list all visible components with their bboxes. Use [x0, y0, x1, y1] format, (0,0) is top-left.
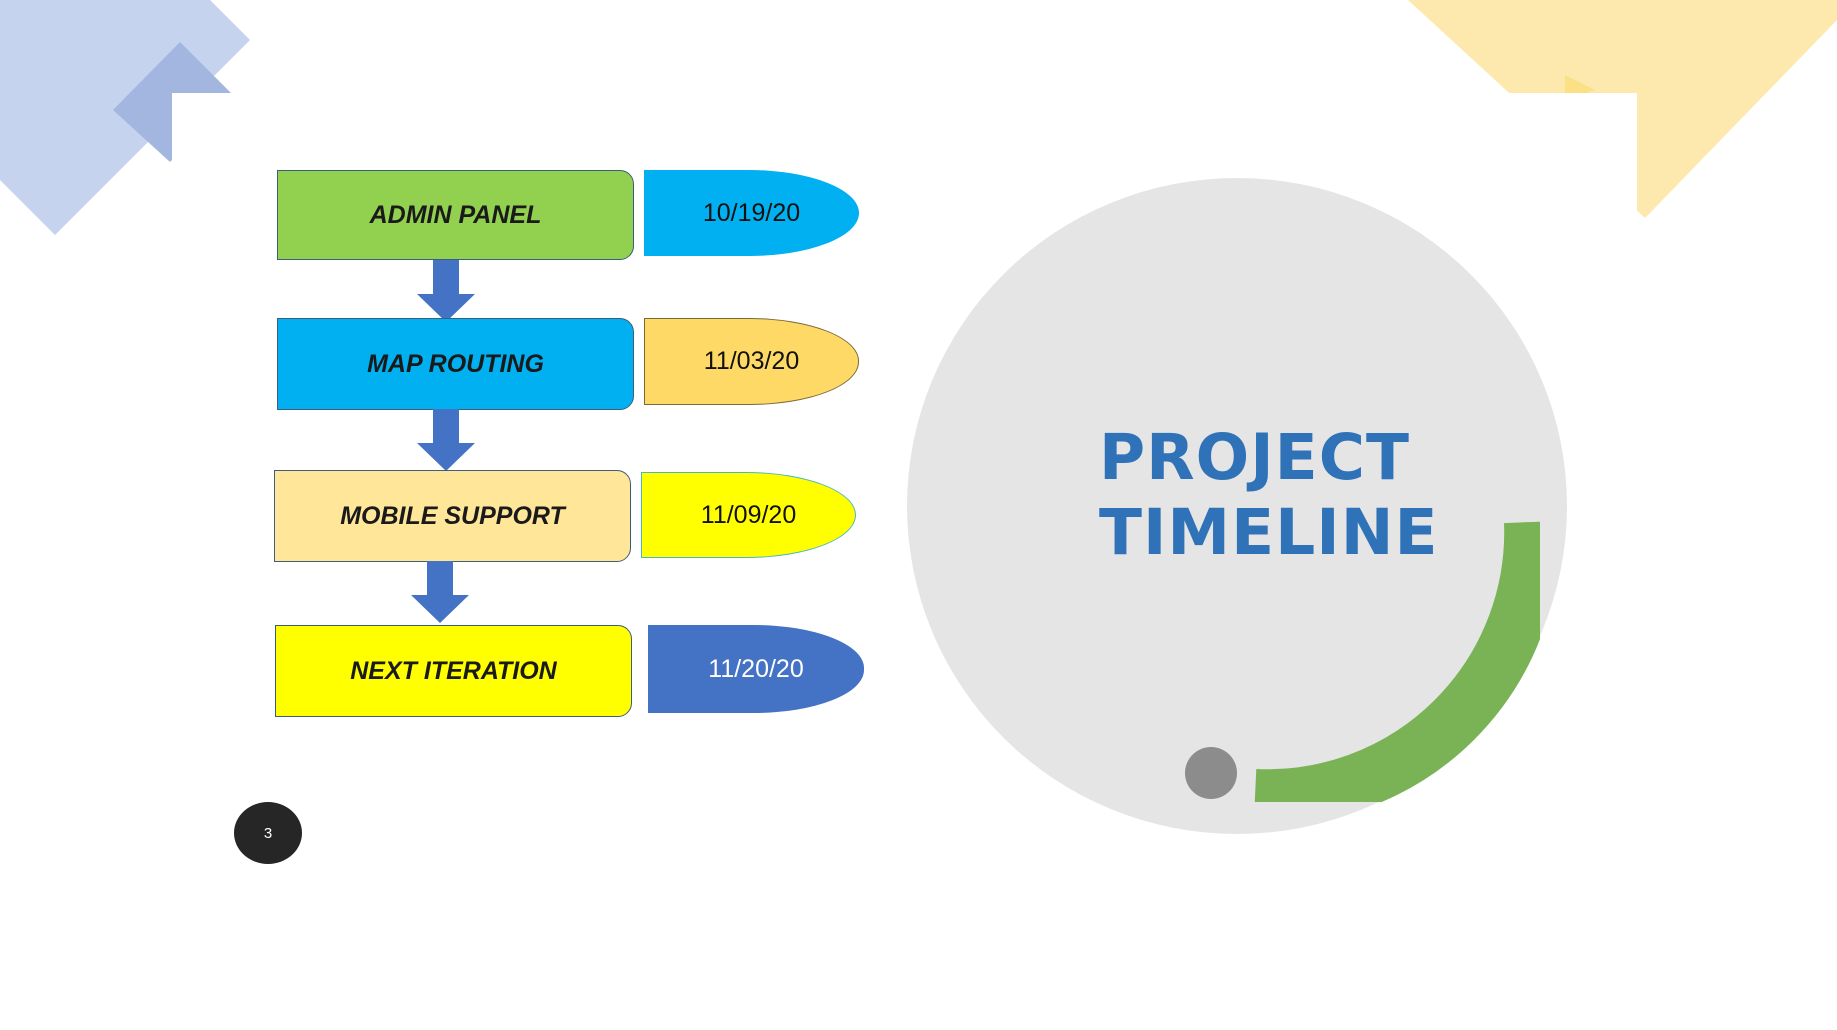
down-arrow-icon [417, 409, 475, 471]
page-title: PROJECT TIMELINE [1099, 420, 1439, 570]
timeline-date-mobile-support: 11/09/20 [641, 472, 856, 558]
slide-number-badge: 3 [234, 802, 302, 864]
down-arrow-icon [411, 561, 469, 623]
title-line-2: TIMELINE [1099, 496, 1439, 569]
timeline-date-admin-panel: 10/19/20 [644, 170, 859, 256]
progress-dot [1185, 747, 1237, 799]
timeline-step-next-iteration: NEXT ITERATION [275, 625, 632, 717]
timeline-step-mobile-support: MOBILE SUPPORT [274, 470, 631, 562]
progress-arc [1254, 521, 1540, 802]
timeline-date-map-routing: 11/03/20 [644, 318, 859, 405]
timeline-date-next-iteration: 11/20/20 [648, 625, 864, 713]
title-line-1: PROJECT [1099, 421, 1410, 494]
down-arrow-icon [417, 260, 475, 322]
timeline-step-admin-panel: ADMIN PANEL [277, 170, 634, 260]
timeline-step-map-routing: MAP ROUTING [277, 318, 634, 410]
